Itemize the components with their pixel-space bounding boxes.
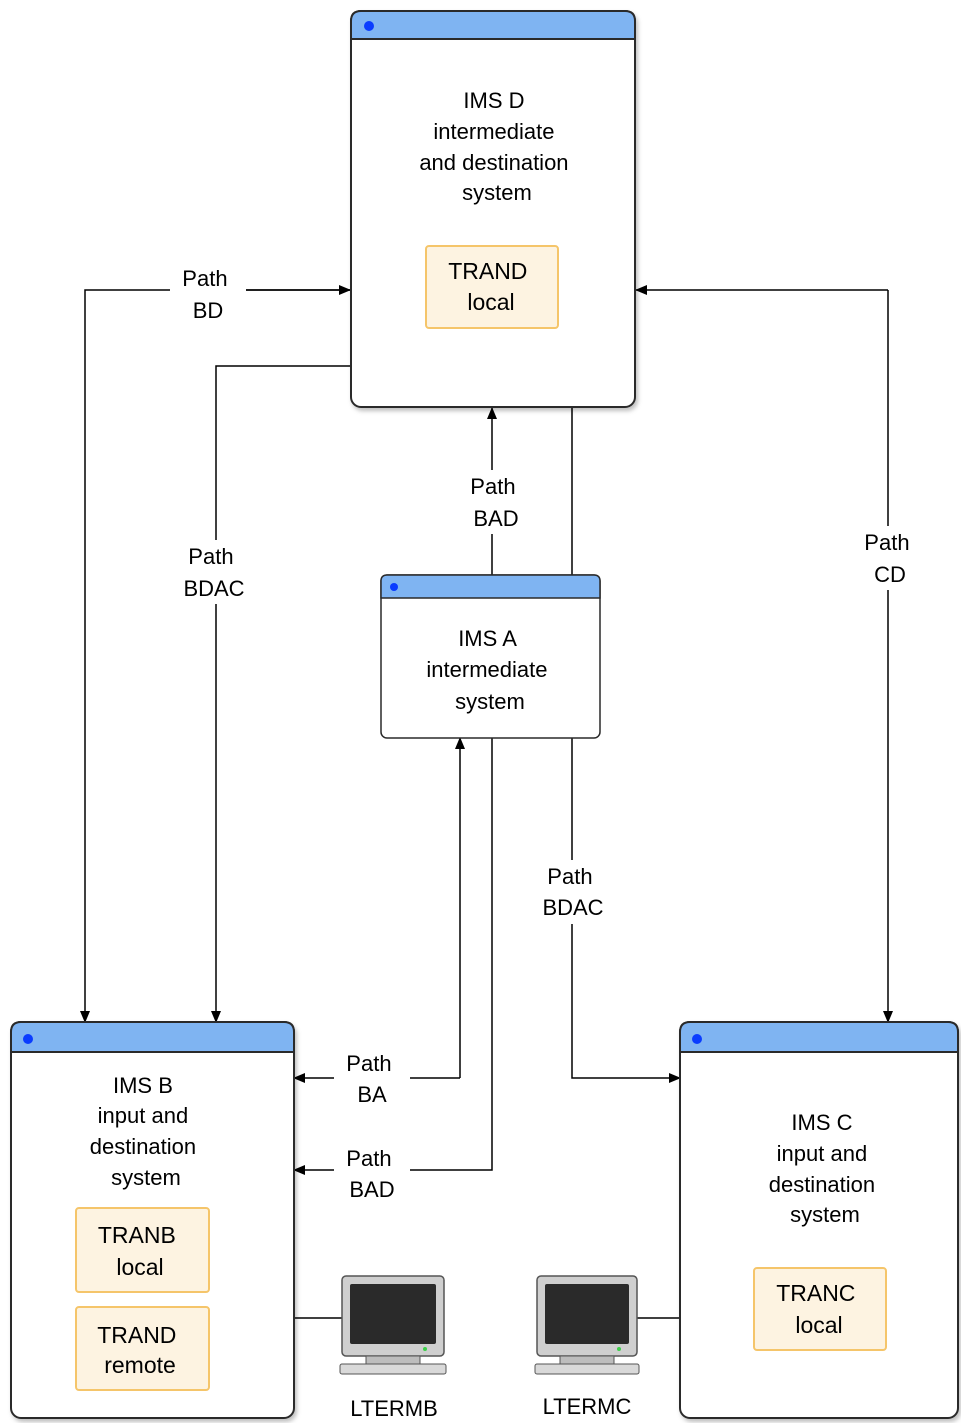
- trand-local-box: TRAND local: [425, 245, 559, 329]
- terminal-ltermb[interactable]: LTERMB: [339, 1275, 447, 1421]
- label-backgrounds: [170, 262, 930, 1206]
- path-label-bad-bottom: Path BAD: [346, 1146, 397, 1202]
- svg-text:TRAND local: TRAND local: [448, 258, 534, 315]
- ims-d-window-dot-icon: [364, 21, 374, 31]
- svg-text:TRAND remote: TRAND remote: [97, 1322, 183, 1378]
- ims-b-window-dot-icon: [23, 1034, 33, 1044]
- monitor-icon: [339, 1275, 447, 1375]
- path-labels: Path BD Path BDAC Path BAD Path CD Path …: [182, 266, 915, 1202]
- terminal-ltermc[interactable]: LTERMC: [534, 1275, 640, 1419]
- connector-path-bd: [80, 289, 350, 1023]
- ims-a-window-dot-icon: [390, 583, 398, 591]
- connector-path-bdac-left: [211, 365, 350, 1023]
- monitor-icon: [534, 1275, 640, 1375]
- ims-b-title-bar: [10, 1021, 295, 1053]
- svg-text:TRANC local: TRANC local: [776, 1280, 862, 1338]
- ims-d-title-bar: [350, 10, 636, 40]
- tranb-local-box: TRANB local: [75, 1207, 210, 1293]
- ims-d-window[interactable]: IMS D intermediate and destination syste…: [350, 10, 636, 408]
- path-label-cd: Path CD: [864, 530, 915, 587]
- ltermb-label: LTERMB: [350, 1396, 438, 1421]
- path-label-bad-top: Path BAD: [470, 474, 521, 531]
- connectors: [80, 285, 893, 1319]
- ims-c-title: IMS C input and destination system: [769, 1110, 882, 1227]
- ims-b-window[interactable]: IMS B input and destination system TRANB…: [10, 1021, 295, 1419]
- path-label-bd: Path BD: [182, 266, 233, 323]
- path-label-bdac-right: Path BDAC: [542, 864, 603, 920]
- ims-c-title-bar: [679, 1021, 959, 1053]
- ims-d-title: IMS D intermediate and destination syste…: [419, 88, 574, 205]
- path-label-ba: Path BA: [346, 1051, 397, 1107]
- svg-text:TRANB local: TRANB local: [98, 1222, 182, 1280]
- path-label-bdac-left: Path BDAC: [183, 544, 244, 601]
- ims-c-window-dot-icon: [692, 1034, 702, 1044]
- trand-remote-box: TRAND remote: [75, 1306, 210, 1391]
- ims-d-window-frame: [350, 10, 636, 408]
- ltermc-label: LTERMC: [543, 1394, 632, 1419]
- ims-c-window[interactable]: IMS C input and destination system TRANC…: [679, 1021, 959, 1419]
- ims-b-title: IMS B input and destination system: [90, 1073, 203, 1190]
- connector-path-bdac-right: [571, 738, 681, 1083]
- ims-a-title-bar: [380, 574, 601, 599]
- ims-a-title: IMS A intermediate system: [426, 626, 553, 714]
- ims-a-window[interactable]: IMS A intermediate system: [380, 574, 601, 739]
- tranc-local-box: TRANC local: [753, 1267, 887, 1351]
